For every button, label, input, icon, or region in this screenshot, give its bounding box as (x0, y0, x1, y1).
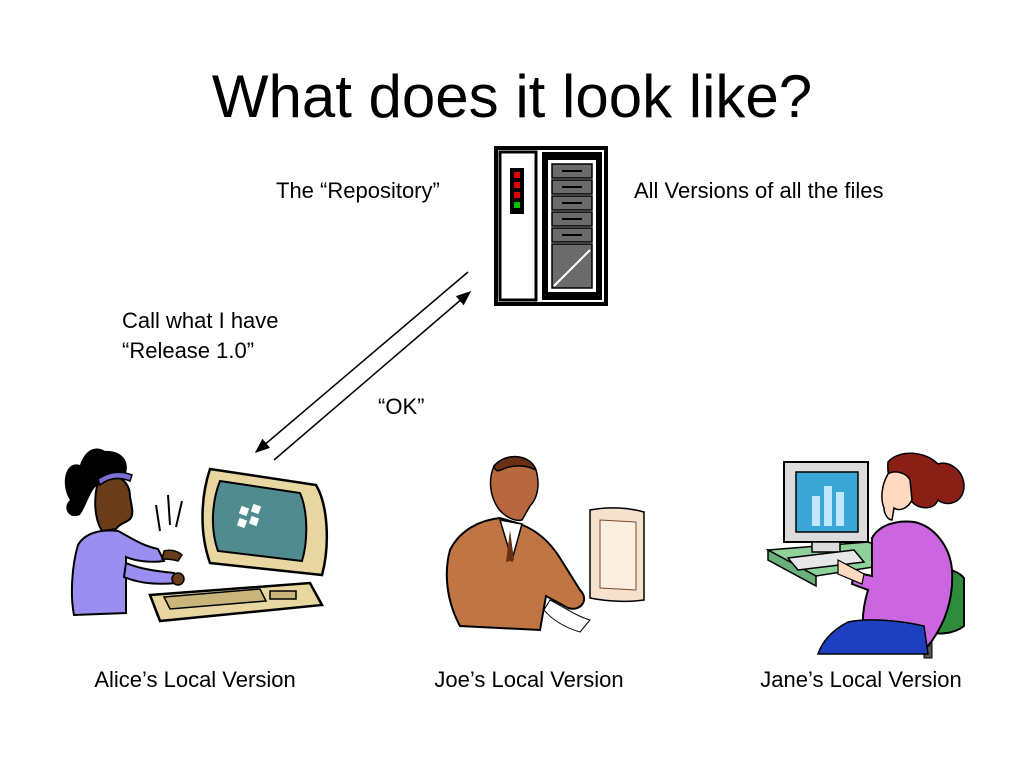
woman-at-computer-icon (64, 448, 329, 623)
response-arrow (254, 271, 469, 453)
slide-title: What does it look like? (211, 63, 813, 130)
response-text: “OK” (378, 394, 425, 419)
request-arrow (273, 291, 472, 461)
caption-joe: Joe’s Local Version (434, 667, 624, 692)
request-text-line2: “Release 1.0” (122, 338, 255, 363)
repository-description: All Versions of all the files (634, 178, 884, 203)
man-at-computer-icon (445, 456, 645, 633)
woman-at-desk-icon (765, 452, 965, 659)
caption-alice: Alice’s Local Version (94, 667, 296, 692)
repository-label: The “Repository” (276, 178, 440, 203)
caption-jane: Jane’s Local Version (760, 667, 962, 692)
server-rack-icon (494, 146, 608, 306)
request-text-line1: Call what I have (122, 308, 279, 333)
